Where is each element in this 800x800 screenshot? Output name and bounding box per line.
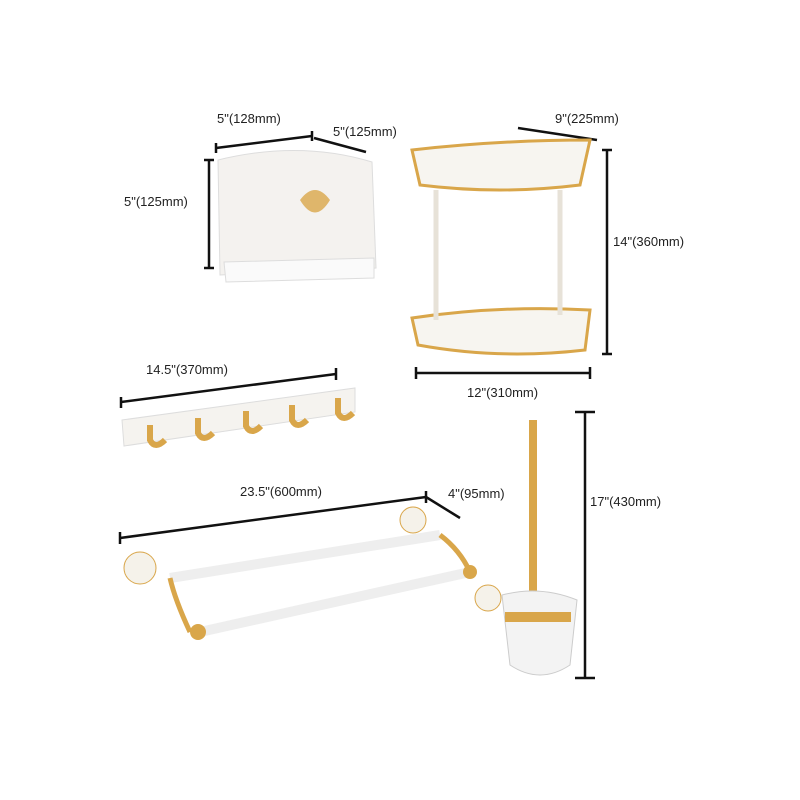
corner-shelf-width-label: 12"(310mm) — [467, 385, 539, 400]
corner-shelf-depth-label: 9"(225mm) — [555, 111, 619, 126]
paper-holder-width-label: 5"(128mm) — [217, 111, 281, 126]
paper-holder-height-label: 5"(125mm) — [124, 194, 188, 209]
corner-shelf-height-label: 14"(360mm) — [613, 234, 685, 249]
dimension-lines — [118, 126, 612, 680]
toilet-brush — [501, 420, 578, 676]
hook-rail — [121, 387, 356, 448]
towel-bar-depth-label: 4"(95mm) — [448, 486, 505, 501]
towel-bar-width-label: 23.5"(600mm) — [240, 484, 322, 499]
toilet-brush-height-label: 17"(430mm) — [590, 494, 662, 509]
double-towel-bar — [123, 506, 502, 640]
hook-rail-width-label: 14.5"(370mm) — [146, 362, 228, 377]
corner-shelf — [410, 138, 592, 356]
paper-holder-depth-label: 5"(125mm) — [333, 124, 397, 139]
paper-holder — [217, 149, 377, 283]
